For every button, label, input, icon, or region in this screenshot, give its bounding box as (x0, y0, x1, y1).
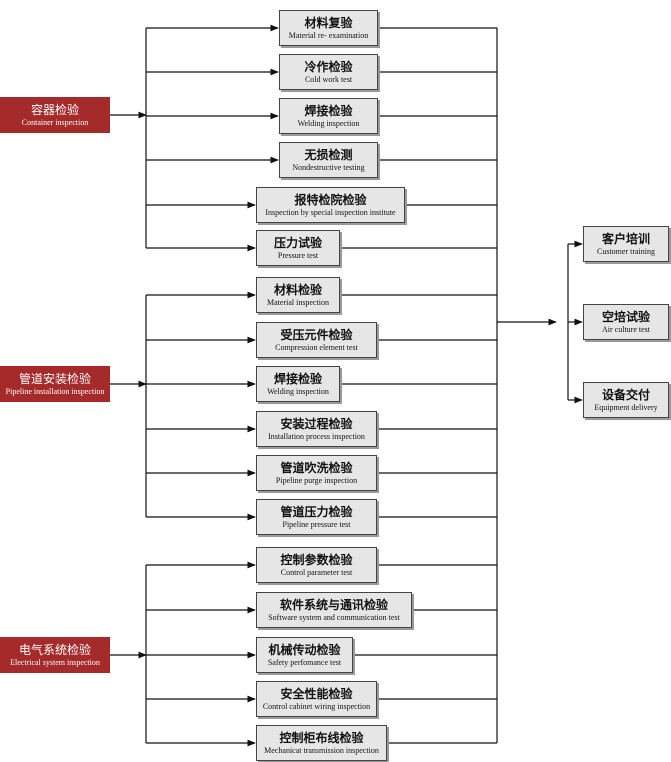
step-label-en: Software system and communication test (268, 612, 400, 622)
step-control-parameter-test: 控制参数检验 Control parameter test (256, 547, 377, 583)
step-label-zh: 压力试验 (273, 235, 322, 250)
step-compression-element-test: 受压元件检验 Compression element test (256, 322, 377, 358)
step-mechanical-transmission-test: 机械传动检验 Safety perfomance test (256, 637, 353, 673)
step-software-communication-test: 软件系统与通讯检验 Software system and communicat… (256, 592, 412, 628)
step-special-institute-inspection: 报特检院检验 Inspection by special inspection … (256, 187, 405, 223)
category-pipeline-installation-inspection: 管道安装检验 Pipeline installation inspection (0, 366, 110, 402)
step-label-zh: 安装过程检验 (280, 416, 353, 431)
step-label-en: Compression element test (275, 342, 358, 352)
step-welding-inspection: 焊接检验 Welding inspection (279, 98, 378, 134)
step-label-zh: 客户培训 (601, 231, 650, 246)
step-customer-training: 客户培训 Customer training (583, 226, 669, 262)
category-label-zh: 容器检验 (30, 102, 79, 117)
step-material-reexamination: 材料复验 Material re- examination (279, 10, 378, 46)
step-label-zh: 焊接检验 (304, 103, 353, 118)
step-label-zh: 焊接检验 (273, 371, 322, 386)
step-label-en: Installation process inspection (268, 431, 365, 441)
step-label-zh: 控制柜布线检验 (279, 730, 364, 745)
category-label-zh: 管道安装检验 (18, 371, 91, 386)
category-electrical-system-inspection: 电气系统检验 Electrical system inspection (0, 637, 110, 673)
step-label-en: Control cabinet wiring inspection (262, 701, 371, 711)
step-label-zh: 机械传动检验 (268, 642, 341, 657)
step-label-zh: 材料复验 (304, 15, 353, 30)
step-label-en: Air culture test (602, 324, 650, 334)
step-pressure-test: 压力试验 Pressure test (256, 230, 340, 266)
step-installation-process-inspection: 安装过程检验 Installation process inspection (256, 411, 377, 447)
step-pipeline-purge-inspection: 管道吹洗检验 Pipeline purge inspection (256, 455, 377, 491)
category-container-inspection: 容器检验 Container inspection (0, 97, 110, 133)
step-label-en: Nondestructive testing (292, 162, 365, 172)
step-label-en: Material inspection (267, 297, 329, 307)
step-label-en: Mechanicat transmission inspection (264, 745, 379, 755)
step-label-zh: 冷作检验 (304, 59, 353, 74)
step-label-en: Cold work test (304, 74, 353, 84)
step-safety-performance-test: 安全性能检验 Control cabinet wiring inspection (256, 681, 377, 717)
step-label-zh: 受压元件检验 (280, 327, 353, 342)
step-label-en: Equipment delivery (594, 402, 658, 412)
step-equipment-delivery: 设备交付 Equipment delivery (583, 382, 669, 418)
step-label-en: Welding inspection (297, 118, 360, 128)
step-cabinet-wiring-inspection: 控制柜布线检验 Mechanicat transmission inspecti… (256, 725, 387, 761)
step-label-zh: 材料检验 (273, 282, 322, 297)
step-label-zh: 报特检院检验 (294, 192, 367, 207)
step-label-zh: 软件系统与通讯检验 (279, 597, 388, 612)
step-label-zh: 无损检测 (304, 147, 353, 162)
step-label-en: Customer training (597, 246, 655, 256)
step-label-zh: 设备交付 (601, 387, 650, 402)
step-pipeline-welding-inspection: 焊接检验 Welding inspection (256, 366, 340, 402)
step-label-zh: 空培试验 (601, 309, 650, 324)
step-air-culture-test: 空培试验 Air culture test (583, 304, 669, 340)
step-label-en: Control parameter test (280, 567, 353, 577)
step-label-en: Material re- examination (288, 30, 369, 40)
step-pipeline-pressure-test: 管道压力检验 Pipeline pressure test (256, 499, 377, 535)
category-label-en: Pipeline installation inspection (5, 386, 105, 396)
step-label-zh: 控制参数检验 (280, 552, 353, 567)
step-cold-work-test: 冷作检验 Cold work test (279, 54, 378, 90)
step-label-en: Pressure test (277, 250, 319, 260)
category-label-en: Electrical system inspection (10, 657, 100, 667)
step-label-en: Safety perfomance test (267, 657, 342, 667)
category-label-en: Container inspection (21, 117, 89, 127)
step-label-zh: 安全性能检验 (280, 686, 353, 701)
step-label-en: Welding inspection (267, 386, 329, 396)
step-label-en: Inspection by special inspection institu… (265, 207, 396, 217)
step-label-en: Pipeline pressure test (282, 519, 351, 529)
step-nondestructive-testing: 无损检测 Nondestructive testing (279, 142, 378, 178)
step-label-zh: 管道吹洗检验 (280, 460, 353, 475)
category-label-zh: 电气系统检验 (18, 642, 91, 657)
step-label-en: Pipeline purge inspection (275, 475, 358, 485)
step-material-inspection: 材料检验 Material inspection (256, 277, 340, 313)
step-label-zh: 管道压力检验 (280, 504, 353, 519)
